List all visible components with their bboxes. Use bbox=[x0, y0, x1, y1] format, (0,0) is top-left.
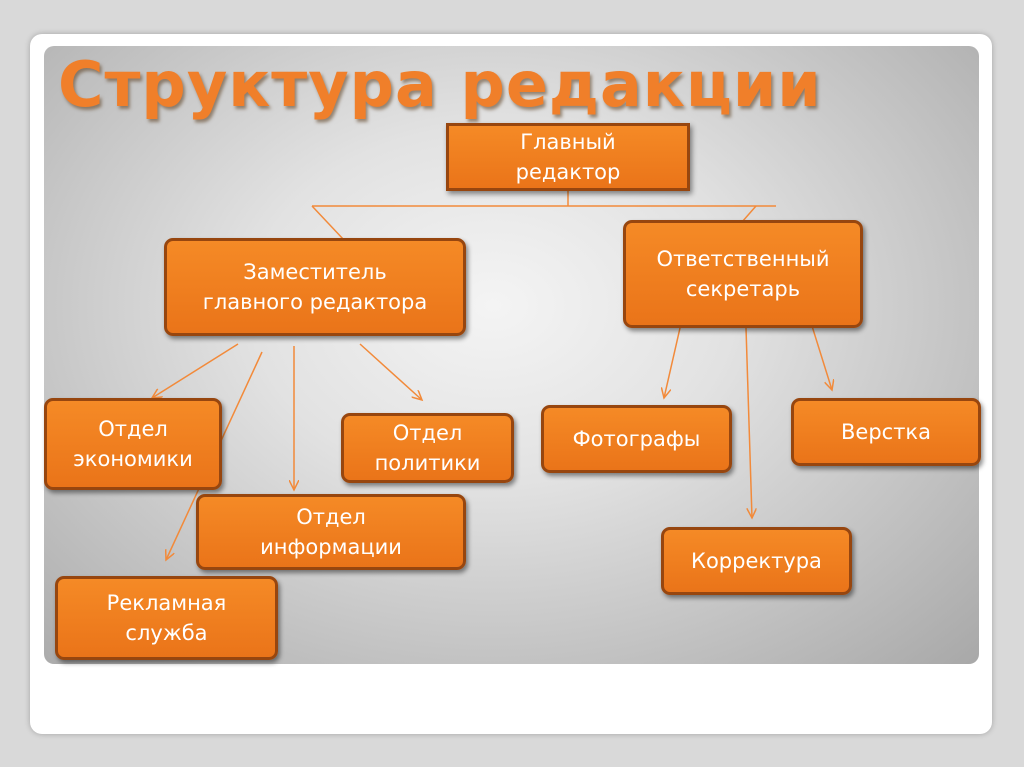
node-politics-dept-label: Отдел политики bbox=[374, 421, 481, 475]
node-advertising-service: Рекламная служба bbox=[55, 576, 278, 660]
node-economics-dept: Отдел экономики bbox=[44, 398, 222, 490]
node-economics-dept-label: Отдел экономики bbox=[73, 417, 193, 471]
connector-to-deputy bbox=[311, 205, 345, 241]
node-layout-label: Верстка bbox=[841, 420, 931, 444]
node-information-dept: Отдел информации bbox=[196, 494, 466, 570]
node-executive-secretary: Ответственный секретарь bbox=[623, 220, 863, 328]
node-politics-dept: Отдел политики bbox=[341, 413, 514, 483]
node-deputy-editor-label: Заместитель главного редактора bbox=[202, 260, 428, 314]
node-executive-secretary-label: Ответственный секретарь bbox=[656, 247, 830, 301]
node-proofreading-label: Корректура bbox=[691, 549, 822, 573]
node-layout: Верстка bbox=[791, 398, 981, 466]
node-chief-editor-label: Главный редактор bbox=[515, 130, 621, 184]
arrow-to-layout bbox=[811, 325, 832, 390]
node-photographers: Фотографы bbox=[541, 405, 732, 473]
node-proofreading: Корректура bbox=[661, 527, 852, 595]
arrow-to-economics bbox=[152, 343, 239, 398]
node-photographers-label: Фотографы bbox=[572, 427, 701, 451]
arrow-to-politics bbox=[359, 343, 422, 400]
node-chief-editor: Главный редактор bbox=[446, 123, 690, 191]
slide-title: Структура редакции bbox=[58, 48, 822, 121]
node-deputy-editor: Заместитель главного редактора bbox=[164, 238, 466, 336]
node-information-dept-label: Отдел информации bbox=[260, 505, 402, 559]
connector-to-secretary bbox=[741, 205, 757, 223]
node-advertising-service-label: Рекламная служба bbox=[106, 591, 227, 645]
arrow-to-photographers bbox=[664, 327, 681, 398]
arrow-to-proofreading bbox=[745, 327, 752, 518]
